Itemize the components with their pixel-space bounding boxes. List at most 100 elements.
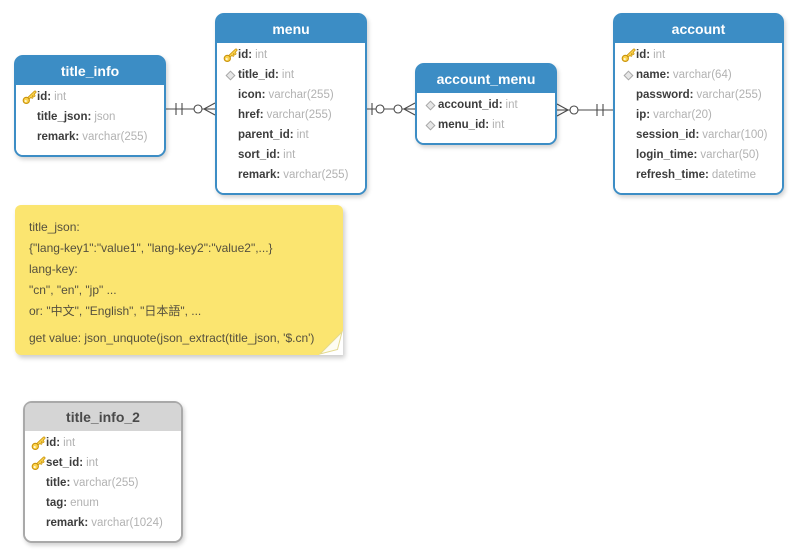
field-name: ip:: [636, 109, 651, 121]
relationship-menu-account_menu[interactable]: [367, 102, 416, 116]
field-type: varchar(64): [672, 69, 732, 81]
key-icon: [223, 48, 237, 62]
field-type: varchar(255): [283, 169, 349, 181]
field-name: remark:: [46, 517, 89, 529]
field-row-account-refresh_time[interactable]: refresh_time:datetime: [620, 165, 778, 185]
relationship-title_info-menu[interactable]: [166, 102, 216, 116]
field-row-menu-id[interactable]: id:int: [222, 45, 361, 65]
field-name: sort_id:: [238, 149, 281, 161]
field-name: id:: [636, 49, 651, 61]
field-row-menu-title_id[interactable]: title_id:int: [222, 65, 361, 85]
field-row-title_info-title_json[interactable]: title_json:json: [21, 107, 160, 127]
relationship-account_menu-account[interactable]: [556, 103, 613, 117]
field-name: title_id:: [238, 69, 279, 81]
diamond-icon: [422, 119, 438, 131]
field-row-menu-remark[interactable]: remark:varchar(255): [222, 165, 361, 185]
diamond-icon: [222, 69, 238, 81]
field-type: datetime: [711, 169, 756, 181]
field-name: login_time:: [636, 149, 698, 161]
note-line-5: or: "中文", "English", "日本語", ...: [29, 304, 202, 318]
diamond-icon: [620, 69, 636, 81]
field-type: varchar(50): [700, 149, 760, 161]
key-icon: [21, 90, 37, 105]
entity-header-title_info_2[interactable]: title_info_2: [25, 403, 181, 431]
field-name: href:: [238, 109, 264, 121]
field-row-title_info-remark[interactable]: remark:varchar(255): [21, 127, 160, 147]
field-type: int: [255, 49, 268, 61]
field-type: varchar(1024): [91, 517, 163, 529]
field-row-menu-href[interactable]: href:varchar(255): [222, 105, 361, 125]
field-name: refresh_time:: [636, 169, 709, 181]
key-icon: [621, 48, 635, 62]
field-row-account_menu-menu_id[interactable]: menu_id:int: [422, 115, 551, 135]
field-type: varchar(255): [73, 477, 139, 489]
field-row-menu-icon[interactable]: icon:varchar(255): [222, 85, 361, 105]
field-row-title_info_2-id[interactable]: id:int: [30, 433, 177, 453]
field-type: int: [505, 99, 518, 111]
key-icon: [31, 456, 45, 470]
key-icon: [22, 90, 36, 104]
entity-header-account[interactable]: account: [615, 15, 782, 43]
field-name: title:: [46, 477, 71, 489]
key-icon: [222, 48, 238, 63]
field-type: varchar(255): [266, 109, 332, 121]
note-line-6: get value: json_unquote(json_extract(tit…: [29, 331, 315, 345]
field-row-account-ip[interactable]: ip:varchar(20): [620, 105, 778, 125]
entity-header-menu[interactable]: menu: [217, 15, 365, 43]
field-row-account-password[interactable]: password:varchar(255): [620, 85, 778, 105]
field-name: menu_id:: [438, 119, 490, 131]
field-name: remark:: [238, 169, 281, 181]
key-icon: [31, 436, 45, 450]
field-row-account-login_time[interactable]: login_time:varchar(50): [620, 145, 778, 165]
entity-header-account_menu[interactable]: account_menu: [417, 65, 555, 93]
field-row-account-id[interactable]: id:int: [620, 45, 778, 65]
field-row-title_info_2-title[interactable]: title:varchar(255): [30, 473, 177, 493]
field-name: tag:: [46, 497, 68, 509]
field-row-title_info-id[interactable]: id:int: [21, 87, 160, 107]
field-name: password:: [636, 89, 694, 101]
field-row-title_info_2-remark[interactable]: remark:varchar(1024): [30, 513, 177, 533]
field-type: int: [653, 49, 666, 61]
field-row-account-name[interactable]: name:varchar(64): [620, 65, 778, 85]
field-name: set_id:: [46, 457, 84, 469]
field-name: parent_id:: [238, 129, 294, 141]
diamond-icon: [422, 99, 438, 111]
field-type: int: [492, 119, 505, 131]
entity-header-title_info[interactable]: title_info: [16, 57, 164, 85]
field-type: varchar(20): [653, 109, 712, 121]
field-row-title_info_2-tag[interactable]: tag:enum: [30, 493, 177, 513]
field-name: id:: [238, 49, 253, 61]
field-row-menu-parent_id[interactable]: parent_id:int: [222, 125, 361, 145]
note-line-3: lang-key:: [29, 262, 78, 276]
field-name: session_id:: [636, 129, 700, 141]
note-line-4: "cn", "en", "jp" ...: [29, 283, 117, 297]
sticky-note[interactable]: title_json:{"lang-key1":"value1", "lang-…: [15, 205, 343, 355]
field-name: id:: [37, 91, 52, 103]
field-type: varchar(100): [702, 129, 768, 141]
field-row-title_info_2-set_id[interactable]: set_id:int: [30, 453, 177, 473]
field-row-menu-sort_id[interactable]: sort_id:int: [222, 145, 361, 165]
field-type: int: [54, 91, 67, 103]
field-type: int: [63, 437, 76, 449]
field-row-account-session_id[interactable]: session_id:varchar(100): [620, 125, 778, 145]
field-row-account_menu-account_id[interactable]: account_id:int: [422, 95, 551, 115]
field-type: enum: [70, 497, 99, 509]
field-name: icon:: [238, 89, 266, 101]
field-type: int: [281, 69, 295, 81]
diamond-icon: [622, 69, 634, 81]
diamond-icon: [424, 99, 436, 111]
field-name: id:: [46, 437, 61, 449]
field-type: varchar(255): [82, 131, 148, 143]
key-icon: [30, 436, 46, 451]
field-name: remark:: [37, 131, 80, 143]
